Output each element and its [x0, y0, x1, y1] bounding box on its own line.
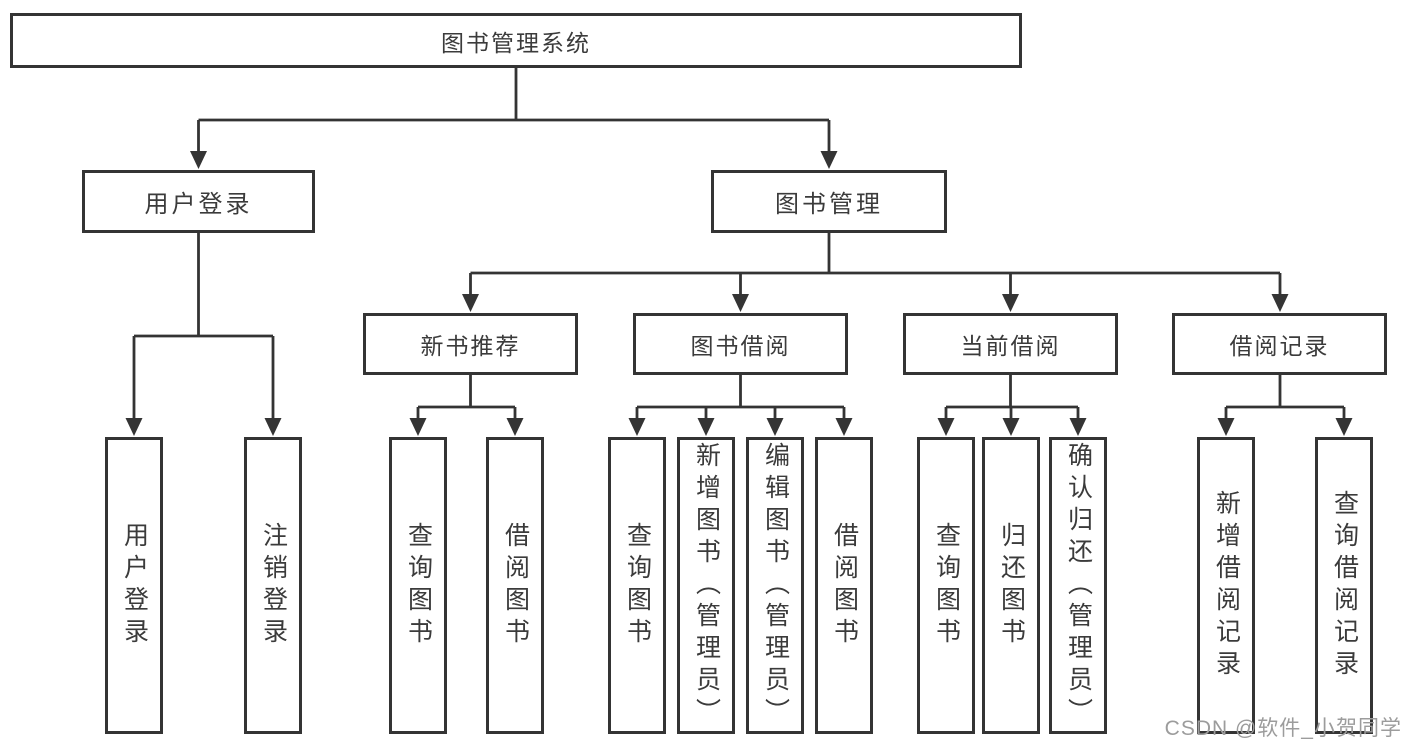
connector-current-borrowing [937, 375, 1087, 436]
leaf-return-books: 归还图书 [982, 437, 1040, 734]
leaf-label: 编辑图书（管理员） [761, 441, 790, 730]
node-user-login: 用户登录 [82, 170, 315, 233]
leaf-add-book-admin: 新增图书（管理员） [677, 437, 735, 734]
leaf-label: 借阅图书 [830, 521, 859, 650]
node-label: 用户登录 [144, 191, 253, 218]
connector-book-management [462, 233, 1289, 312]
leaf-label: 确认归还（管理员） [1064, 441, 1093, 730]
leaf-edit-book-admin: 编辑图书（管理员） [746, 437, 804, 734]
node-label: 当前借阅 [960, 333, 1061, 359]
node-library-management-system: 图书管理系统 [10, 13, 1022, 68]
leaf-label: 新增借阅记录 [1212, 489, 1241, 682]
leaf-label: 用户登录 [120, 521, 149, 650]
node-new-book-recommendation: 新书推荐 [363, 313, 578, 375]
node-label: 新书推荐 [420, 333, 521, 359]
node-label: 图书管理 [775, 191, 883, 218]
leaf-logout: 注销登录 [244, 437, 302, 734]
node-label: 借阅记录 [1229, 333, 1330, 359]
leaf-add-borrow-record: 新增借阅记录 [1197, 437, 1255, 734]
leaf-label: 新增图书（管理员） [692, 441, 721, 730]
leaf-query-books-borrow: 查询图书 [608, 437, 666, 734]
node-borrowing-records: 借阅记录 [1172, 313, 1387, 375]
leaf-user-login: 用户登录 [105, 437, 163, 734]
connector-user-login [125, 233, 282, 436]
leaf-label: 归还图书 [997, 521, 1026, 650]
leaf-label: 注销登录 [259, 521, 288, 650]
connector-new-book-recommendation [409, 375, 524, 436]
connector-book-borrowing [628, 375, 853, 436]
leaf-query-books-current: 查询图书 [917, 437, 975, 734]
node-current-borrowing: 当前借阅 [903, 313, 1118, 375]
leaf-query-borrow-record: 查询借阅记录 [1315, 437, 1373, 734]
connector-root [190, 68, 838, 169]
watermark-text: CSDN @软件_小贺同学 [1164, 717, 1402, 740]
leaf-label: 查询图书 [404, 521, 433, 650]
node-label: 图书借阅 [690, 333, 791, 359]
leaf-confirm-return-admin: 确认归还（管理员） [1049, 437, 1107, 734]
leaf-query-books-recommend: 查询图书 [389, 437, 447, 734]
node-book-borrowing: 图书借阅 [633, 313, 848, 375]
connector-borrowing-records [1217, 375, 1353, 436]
leaf-label: 查询借阅记录 [1330, 489, 1359, 682]
leaf-borrow-books-recommend: 借阅图书 [486, 437, 544, 734]
leaf-borrow-books: 借阅图书 [815, 437, 873, 734]
leaf-label: 查询图书 [623, 521, 652, 650]
leaf-label: 查询图书 [932, 521, 961, 650]
leaf-label: 借阅图书 [501, 521, 530, 650]
node-label: 图书管理系统 [441, 29, 591, 56]
node-book-management: 图书管理 [711, 170, 947, 233]
